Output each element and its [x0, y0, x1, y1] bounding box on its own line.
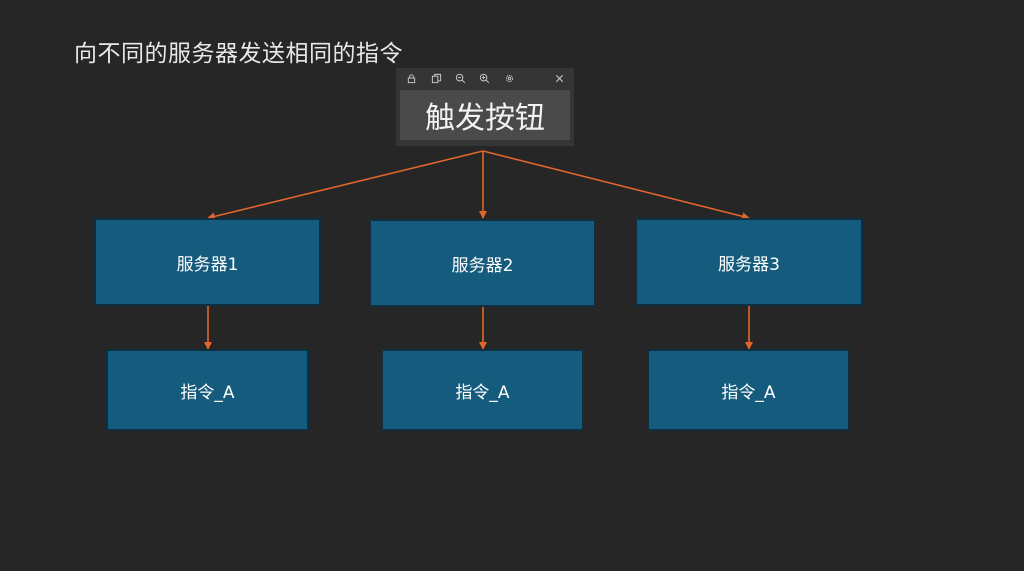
server-node-label: 服务器2: [451, 255, 514, 276]
settings-icon[interactable]: [502, 71, 516, 85]
server-node-3: 服务器3: [635, 218, 863, 306]
command-node-2: 指令_A: [381, 349, 584, 431]
command-node-label: 指令_A: [180, 382, 235, 403]
arrow-trigger-to-server-1: [207, 150, 484, 221]
command-node-1: 指令_A: [106, 349, 309, 431]
server-node-1: 服务器1: [94, 218, 321, 306]
close-icon[interactable]: [552, 71, 566, 85]
server-node-label: 服务器1: [176, 254, 239, 275]
server-node-2: 服务器2: [369, 219, 596, 307]
command-node-3: 指令_A: [647, 349, 850, 431]
page-title: 向不同的服务器发送相同的指令: [74, 41, 403, 67]
trigger-panel: 触发按钮: [396, 68, 574, 146]
arrow-trigger-to-server-3: [482, 150, 750, 221]
copy-icon[interactable]: [429, 71, 443, 85]
zoom-in-icon[interactable]: [477, 71, 491, 85]
trigger-toolbar: [396, 68, 574, 88]
command-node-label: 指令_A: [721, 382, 776, 403]
zoom-out-icon[interactable]: [453, 71, 467, 85]
lock-icon[interactable]: [404, 71, 418, 85]
command-node-label: 指令_A: [455, 382, 510, 403]
server-node-label: 服务器3: [718, 254, 780, 275]
trigger-button[interactable]: 触发按钮: [400, 90, 570, 140]
